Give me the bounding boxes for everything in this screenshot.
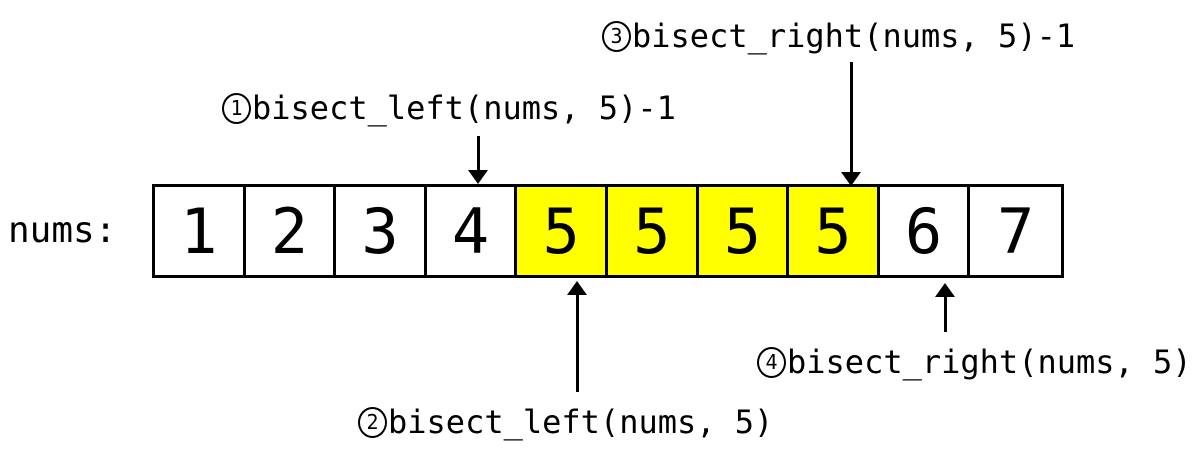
circled-2-badge: 2 [358,406,387,438]
circled-3-badge: 3 [602,20,631,52]
nums-array-label: nums: [8,210,117,251]
array-cell-2: 3 [336,187,427,275]
arrow-line [575,293,579,392]
arrow-line [849,62,853,174]
arrow-head-icon [935,283,955,297]
array-cell-6-highlighted: 5 [698,187,790,275]
arrow-line [476,136,480,172]
arrow-down-to-index-3 [468,136,488,184]
array-cell-9: 7 [970,187,1061,275]
annotation-bisect-right-minus-1-label: bisect_right(nums, 5)-1 [632,17,1076,55]
nums-array: 1 2 3 4 5 5 5 5 6 7 [152,184,1064,278]
annotation-bisect-right-label: bisect_right(nums, 5) [787,343,1192,381]
arrow-up-to-index-8 [935,283,955,332]
arrow-head-icon [468,170,488,184]
array-cell-1: 2 [245,187,337,275]
circled-1-badge: 1 [222,92,251,124]
arrow-line [943,295,947,332]
array-cell-7-highlighted: 5 [789,187,880,275]
array-cell-0: 1 [155,187,246,275]
annotation-bisect-left-minus-1-label: bisect_left(nums, 5)-1 [252,89,676,127]
arrow-down-to-index-7 [841,62,861,186]
arrow-head-icon [841,172,861,186]
array-cell-3: 4 [426,187,518,275]
circled-4-badge: 4 [757,346,786,378]
annotation-bisect-left-label: bisect_left(nums, 5) [388,403,774,441]
arrow-head-icon [567,281,587,295]
array-cell-8: 6 [879,187,971,275]
arrow-up-to-index-4 [567,281,587,392]
array-cell-5-highlighted: 5 [607,187,699,275]
array-cell-4-highlighted: 5 [517,187,608,275]
